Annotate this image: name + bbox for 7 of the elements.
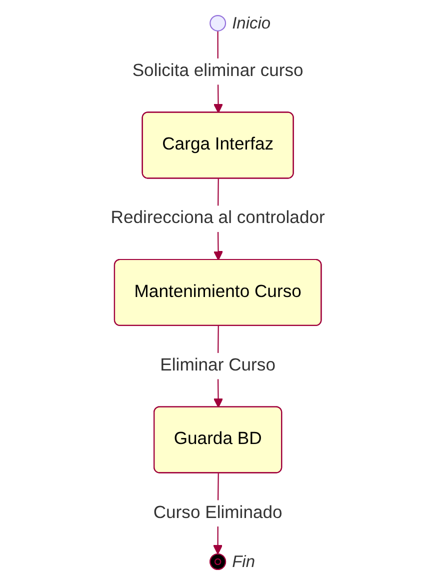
edge-label: Redirecciona al controlador: [110, 208, 325, 228]
edge-label: Solicita eliminar curso: [132, 61, 304, 80]
edge-label: Eliminar Curso: [160, 356, 276, 374]
state-name: Inicio: [232, 14, 270, 32]
edge-label: Curso Eliminado: [152, 502, 282, 522]
node-circle: [209, 14, 226, 31]
state-name: Fin: [232, 552, 255, 571]
